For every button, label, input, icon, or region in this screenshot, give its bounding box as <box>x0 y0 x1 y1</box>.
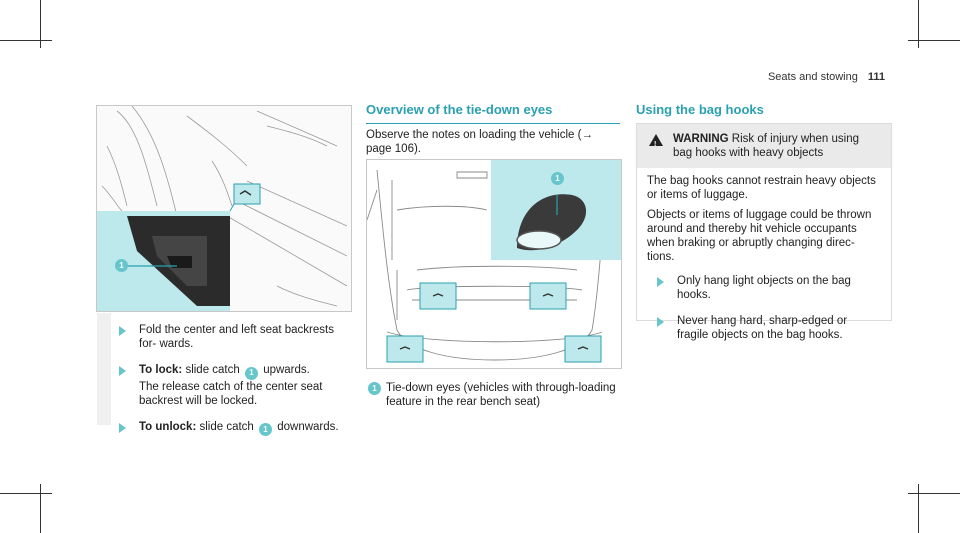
step-fold: Fold the center and left seat backrests … <box>119 323 351 351</box>
section-title-baghooks: Using the bag hooks <box>636 102 890 124</box>
section-title-tiedown: Overview of the tie-down eyes <box>366 102 620 124</box>
section-name: Seats and stowing <box>767 71 858 83</box>
crop-mark <box>0 493 52 494</box>
step-bar <box>97 313 111 425</box>
crop-mark <box>908 40 960 41</box>
callout-number: 1 <box>368 382 381 395</box>
running-header: Seats and stowing 111 <box>768 71 885 83</box>
arrow-icon <box>119 366 126 376</box>
left-steps: Fold the center and left seat backrests … <box>119 323 351 448</box>
callout-number: 1 <box>115 259 128 272</box>
step-lead: To lock: <box>139 364 183 376</box>
caption-text: Tie-down eyes (vehicles with through-loa… <box>386 382 616 408</box>
crop-mark <box>918 0 919 48</box>
step-lock: To lock: slide catch 1 upwards. The rele… <box>119 363 351 408</box>
callout-number: 1 <box>259 423 273 436</box>
callout-number: 1 <box>551 172 564 185</box>
warning-header: ! WARNING Risk of injury when using bag … <box>637 124 891 168</box>
step-unlock: To unlock: slide catch 1 downwards. <box>119 420 351 436</box>
arrow-icon <box>119 422 126 433</box>
warning-step: Never hang hard, sharp-edged or fragile … <box>657 314 881 342</box>
warning-body: The bag hooks cannot restrain heavy obje… <box>637 168 891 342</box>
warning-box: ! WARNING Risk of injury when using bag … <box>636 123 892 341</box>
crop-mark <box>40 0 41 48</box>
warning-label: WARNING <box>673 133 729 145</box>
arrow-icon <box>657 277 664 287</box>
step-pre: slide catch <box>199 420 254 433</box>
tiedown-caption: 1 Tie-down eyes (vehicles with through-l… <box>366 381 624 409</box>
step-extra: The release catch of the center seat bac… <box>139 380 323 407</box>
warning-mark: ! <box>654 141 657 148</box>
step-text: Never hang hard, sharp-edged or fragile … <box>677 315 848 341</box>
tiedown-figure: 1 <box>366 159 622 369</box>
tiedown-intro: Observe the notes on loading the vehicle… <box>366 129 593 155</box>
step-text: Only hang light objects on the bag hooks… <box>677 275 851 301</box>
warning-paragraph: Objects or items of luggage could be thr… <box>647 209 872 263</box>
warning-heading: Risk of injury when using bag hooks with… <box>673 133 859 159</box>
crop-mark <box>908 493 960 494</box>
arrow-icon <box>119 326 126 336</box>
crop-mark <box>0 40 52 41</box>
step-pre: slide catch <box>185 364 240 376</box>
step-text: Fold the center and left seat backrests … <box>139 324 334 350</box>
warning-icon <box>649 134 663 146</box>
page-number: 111 <box>867 71 885 83</box>
seat-catch-figure: 1 <box>96 105 352 312</box>
step-lead: To unlock: <box>139 420 197 433</box>
callout-number: 1 <box>244 366 258 380</box>
step-post: downwards. <box>277 420 339 433</box>
warning-step: Only hang light objects on the bag hooks… <box>657 274 881 302</box>
step-post: upwards. <box>263 364 310 376</box>
crop-mark <box>40 484 41 533</box>
warning-paragraph: The bag hooks cannot restrain heavy obje… <box>647 175 876 201</box>
arrow-icon <box>657 317 664 327</box>
crop-mark <box>918 484 919 533</box>
